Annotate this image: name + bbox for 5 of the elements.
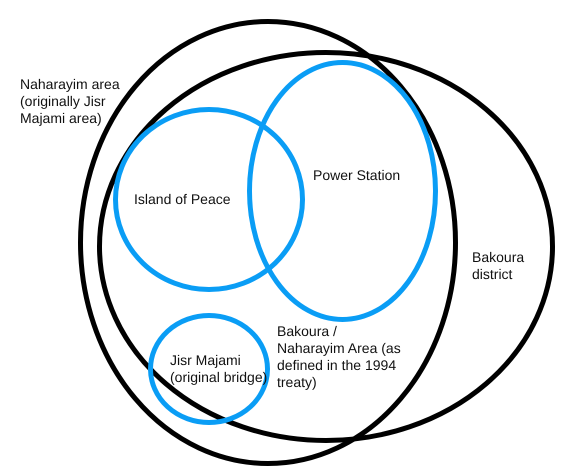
region-label: Bakoura district (472, 249, 526, 283)
site-label: Power Station (313, 167, 402, 184)
overlap-area-label: Bakoura / Naharayim Area (as defined in the 1994 treaty) (277, 323, 402, 391)
region-label: Naharayim area (originally Jisr Majami area) (20, 76, 121, 127)
site-label: Island of Peace (134, 191, 232, 208)
